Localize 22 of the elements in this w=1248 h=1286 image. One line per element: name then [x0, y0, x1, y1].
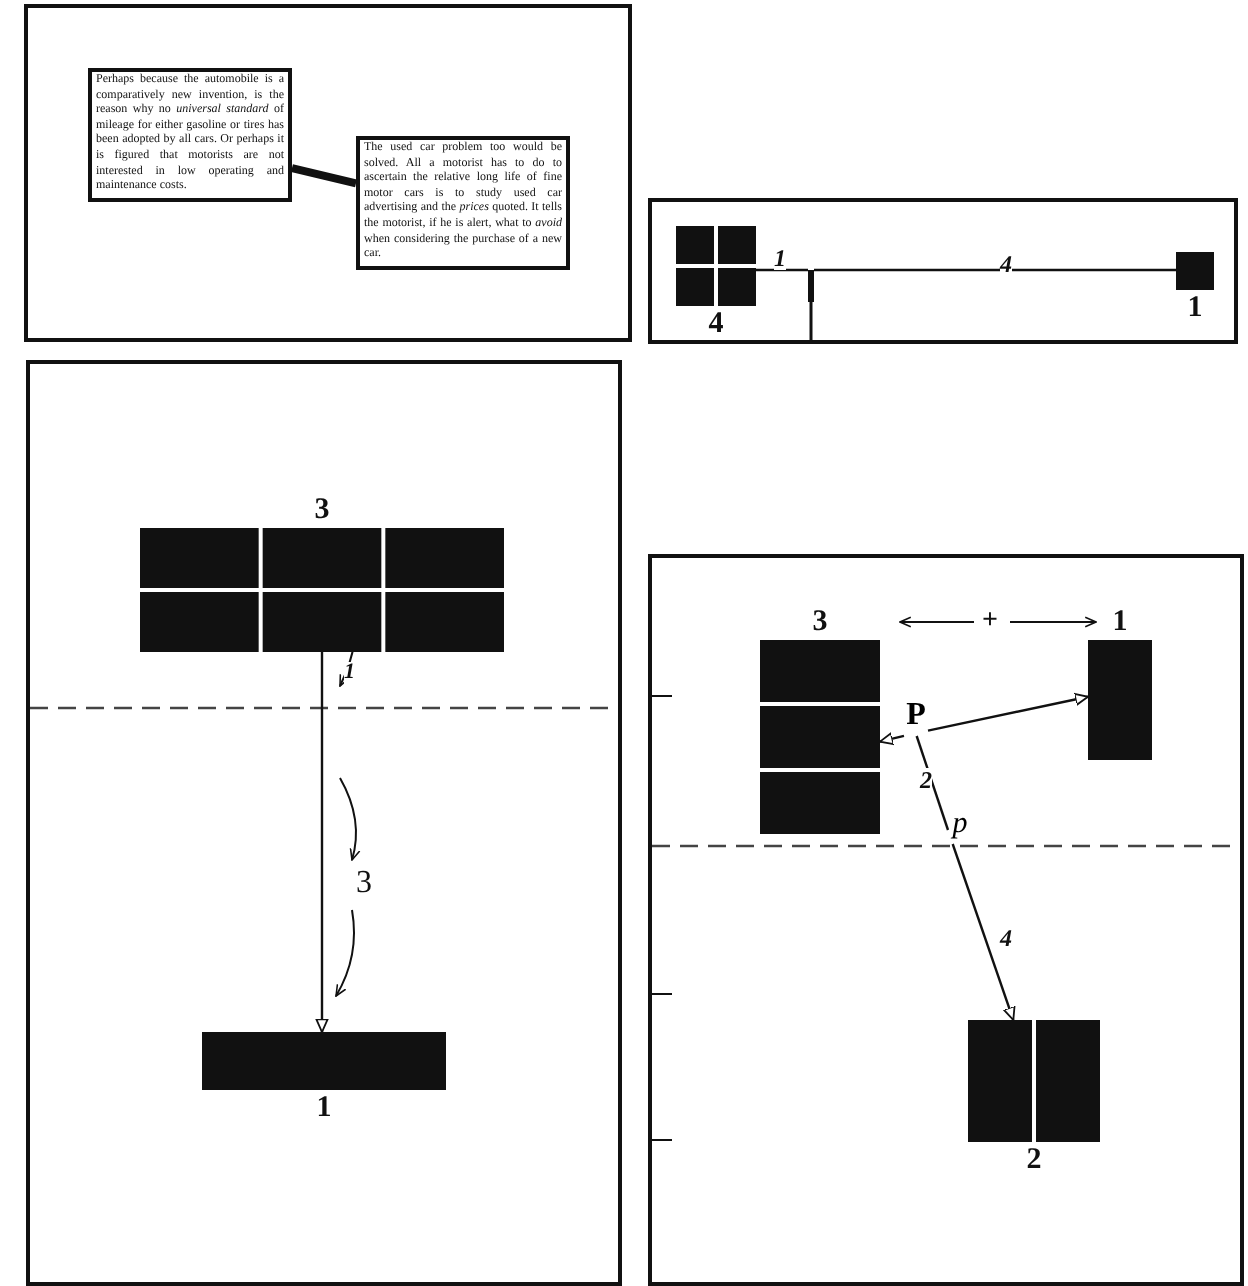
- connector-line: [915, 735, 950, 831]
- weight-number: 1: [1110, 604, 1130, 640]
- weight-number: 1: [314, 1090, 334, 1126]
- arrow: [879, 732, 905, 746]
- point-letter: p: [948, 804, 972, 844]
- arrow: [315, 652, 329, 1033]
- arrow: [951, 843, 1016, 1021]
- weight-number: 4: [706, 306, 726, 342]
- arrow: [927, 693, 1089, 732]
- edge-label: 2: [920, 768, 932, 792]
- connector-line: [814, 268, 1176, 272]
- edge-label: 4: [1000, 252, 1012, 276]
- edge-label: 1: [774, 246, 786, 270]
- connector-line: [756, 268, 808, 272]
- weight-number: 3: [810, 604, 830, 640]
- point-letter: P: [904, 696, 928, 736]
- weight-number: 1: [344, 662, 355, 684]
- weight-number: 3: [312, 492, 332, 528]
- weight-number: 1: [1185, 290, 1205, 326]
- connector-line: [291, 164, 357, 188]
- edge-label: 4: [1000, 926, 1012, 950]
- weight-number: 2: [1024, 1142, 1044, 1178]
